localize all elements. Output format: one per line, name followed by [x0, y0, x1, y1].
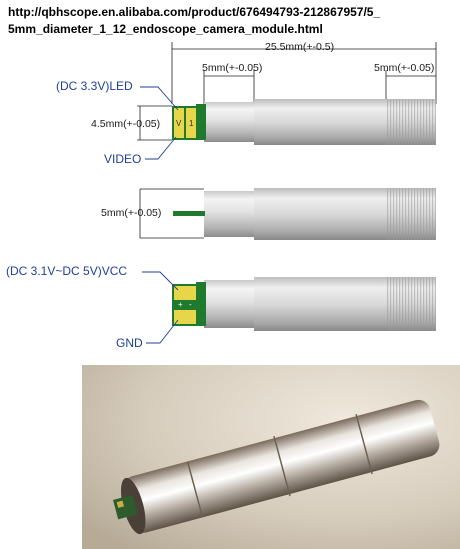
pad-top: [174, 286, 196, 300]
module-top-view: V 1: [172, 99, 436, 145]
callout-lines-top: [140, 86, 179, 160]
front-section-label: 5mm(+-0.05): [202, 62, 262, 74]
diameter-label: 5mm(+-0.05): [101, 207, 161, 219]
pad-right: [186, 108, 196, 138]
product-photo: [82, 365, 460, 549]
pad-left: [174, 108, 184, 138]
led-callout: (DC 3.3V)LED: [56, 79, 133, 93]
pcb-edge-bottom: [196, 282, 206, 326]
board-height-dim: [137, 105, 172, 141]
front-tube-bottom: [204, 280, 254, 328]
dimension-lines-top: [171, 42, 437, 104]
body-tube-bottom: [254, 277, 386, 331]
pcb-edge-side: [173, 211, 205, 216]
pad-right-mark: 1: [189, 119, 194, 128]
gnd-callout: GND: [116, 336, 143, 350]
diameter-dim: [139, 188, 204, 239]
video-callout: VIDEO: [104, 152, 141, 166]
overall-length-label: 25.5mm(+-0.5): [265, 41, 334, 53]
body-tube-side: [254, 188, 386, 240]
source-url: http://qbhscope.en.alibaba.com/product/6…: [8, 5, 381, 36]
front-tube: [204, 102, 254, 142]
module-bottom-view: + -: [172, 277, 436, 331]
rear-section-label: 5mm(+-0.05): [374, 62, 434, 74]
pad-left-mark: V: [176, 119, 182, 128]
photo-tube: [122, 399, 440, 533]
body-tube: [254, 99, 386, 145]
pad-top-mark: +: [178, 300, 183, 309]
pcb-edge: [196, 104, 206, 140]
photo-pcb: [113, 494, 138, 520]
board-height-label: 4.5mm(+-0.05): [91, 118, 160, 130]
callout-lines-bottom: [142, 271, 179, 344]
module-side-view: [173, 188, 436, 240]
pad-bottom-mark: -: [189, 300, 192, 309]
front-tube-side: [204, 191, 254, 237]
vcc-callout: (DC 3.1V~DC 5V)VCC: [6, 264, 127, 278]
pad-bottom: [174, 310, 196, 324]
